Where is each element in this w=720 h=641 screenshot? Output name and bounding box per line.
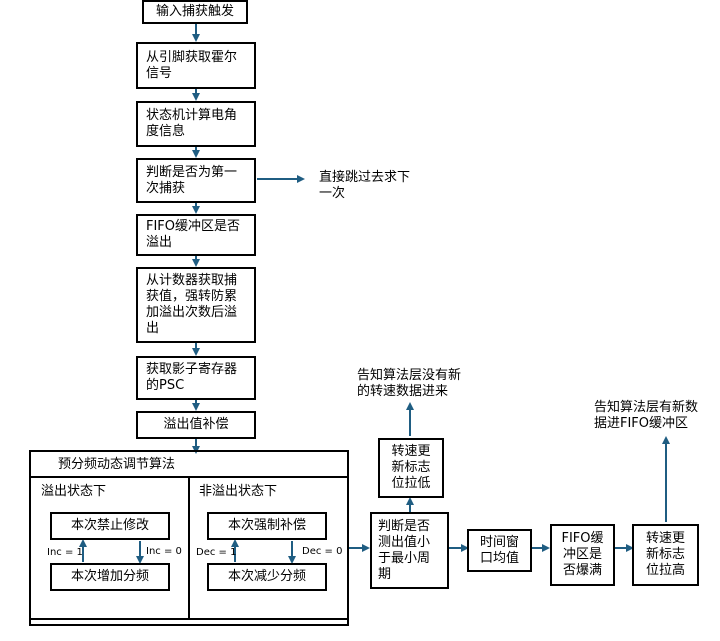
new-data-note: 告知算法层有新数 据进FIFO缓冲区 <box>594 400 699 431</box>
time-window-label: 时间窗 口均值 <box>479 534 519 566</box>
non-overflow-state-title: 非溢出状态下 <box>199 484 278 499</box>
inc-0-label: Inc = 0 <box>146 546 182 557</box>
fifo-full-label: FIFO缓 冲区是 否爆满 <box>561 531 604 578</box>
first-capture-box: 判断是否为第一 次捕获 <box>136 158 256 203</box>
input-trigger-label: 输入捕获触发 <box>155 4 234 19</box>
overflow-comp-label: 溢出值补偿 <box>163 417 229 432</box>
inc-1-label: Inc = 1 <box>47 547 83 558</box>
non-overflow-bottom-label: 本次减少分频 <box>227 569 306 584</box>
state-machine-box: 状态机计算电角 度信息 <box>136 101 256 147</box>
speed-flag-low-label: 转速更 新标志 位拉低 <box>391 444 431 491</box>
fifo-overflow-label: FIFO缓冲区是否 溢出 <box>146 219 241 250</box>
non-overflow-bottom-box: 本次减少分频 <box>207 563 327 591</box>
time-window-box: 时间窗 口均值 <box>467 529 532 572</box>
speed-flag-high-box: 转速更 新标志 位拉高 <box>632 524 699 586</box>
get-hall-signal-label: 从引脚获取霍尔 信号 <box>146 49 238 81</box>
skip-next-note: 直接跳过去求下 一次 <box>319 170 411 201</box>
overflow-top-box: 本次禁止修改 <box>50 512 170 540</box>
first-capture-label: 判断是否为第一 次捕获 <box>146 164 238 196</box>
overflow-top-label: 本次禁止修改 <box>70 518 149 533</box>
shadow-psc-box: 获取影子寄存器 的PSC <box>136 356 256 400</box>
state-machine-label: 状态机计算电角 度信息 <box>146 108 238 139</box>
judge-min-period-box: 判断是否 测出值小 于最小周 期 <box>370 512 449 589</box>
overflow-comp-box: 溢出值补偿 <box>136 411 256 439</box>
no-new-data-note: 告知算法层没有新 的转速数据进来 <box>357 368 462 399</box>
speed-flag-low-box: 转速更 新标志 位拉低 <box>378 438 444 498</box>
fifo-overflow-box: FIFO缓冲区是否 溢出 <box>136 214 256 256</box>
overflow-bottom-label: 本次增加分频 <box>70 569 149 584</box>
shadow-psc-label: 获取影子寄存器 的PSC <box>146 362 238 393</box>
get-hall-signal-box: 从引脚获取霍尔 信号 <box>136 42 256 89</box>
input-trigger-box: 输入捕获触发 <box>142 0 248 24</box>
fifo-full-box: FIFO缓 冲区是 否爆满 <box>550 524 615 586</box>
judge-min-period-label: 判断是否 测出值小 于最小周 期 <box>378 518 431 582</box>
counter-capture-box: 从计数器获取捕 获值，强转防累 加溢出次数后溢 出 <box>136 267 256 343</box>
dec-0-label: Dec = 0 <box>302 546 343 557</box>
dec-1-label: Dec = 1 <box>196 547 237 558</box>
counter-capture-label: 从计数器获取捕 获值，强转防累 加溢出次数后溢 出 <box>146 273 238 336</box>
non-overflow-top-box: 本次强制补偿 <box>207 512 327 540</box>
prescaler-algorithm-title: 预分频动态调节算法 <box>58 457 176 472</box>
non-overflow-top-label: 本次强制补偿 <box>227 518 306 533</box>
speed-flag-high-label: 转速更 新标志 位拉高 <box>645 531 685 578</box>
overflow-bottom-box: 本次增加分频 <box>50 563 170 591</box>
prescaler-divider <box>188 476 190 620</box>
overflow-state-title: 溢出状态下 <box>41 484 107 499</box>
